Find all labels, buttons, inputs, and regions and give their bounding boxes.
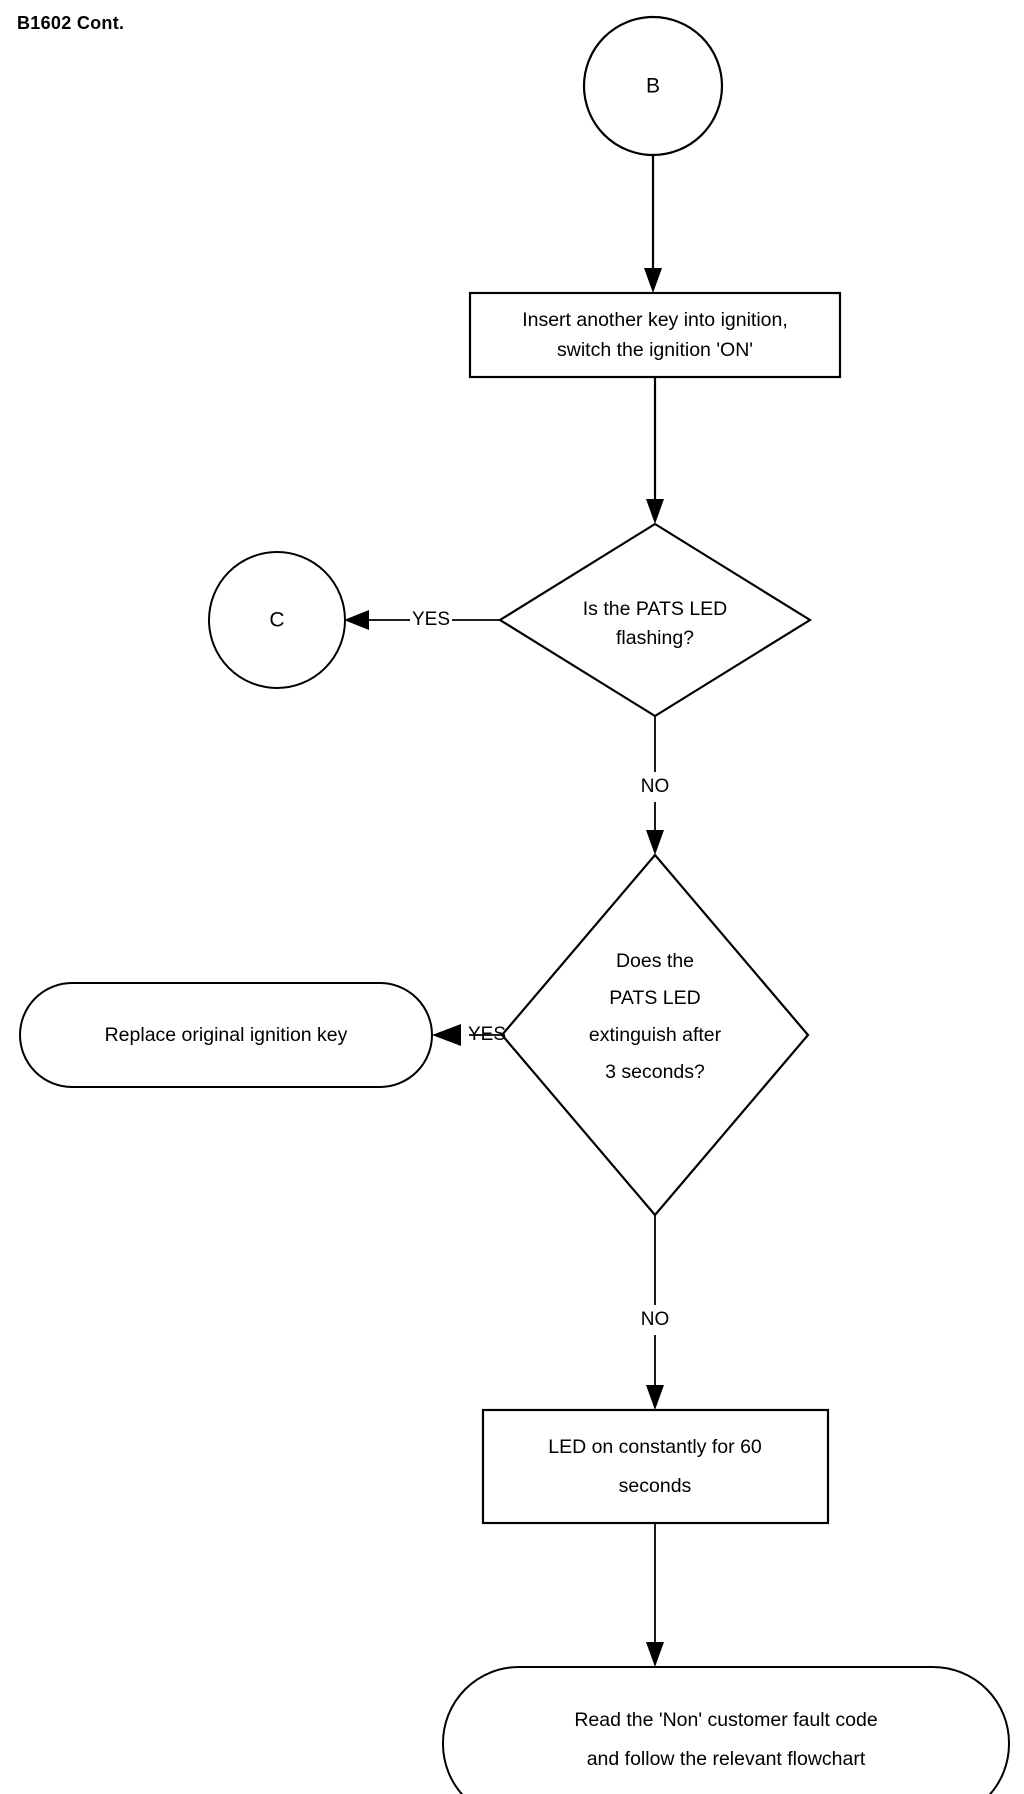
arrow-head-icon [644, 268, 662, 293]
node-process-led-constant[interactable]: LED on constantly for 60 seconds [481, 1408, 830, 1525]
insert-key-line-1: Insert another key into ignition, [522, 309, 788, 331]
edge-label-flashing-yes: YES [412, 609, 450, 630]
replace-key-rounded-box[interactable] [19, 982, 433, 1088]
edge-flashing-no-to-decision-extinguish: NO [641, 716, 670, 855]
edge-extinguish-no-to-led-constant: NO [641, 1215, 670, 1410]
decision-flashing-line-1: Is the PATS LED [583, 598, 728, 620]
edge-label-extinguish-no: NO [641, 1309, 670, 1330]
node-process-insert-key[interactable]: Insert another key into ignition, switch… [468, 291, 842, 379]
read-fault-code-line-1: Read the 'Non' customer fault code [574, 1709, 877, 1731]
led-constant-line-1: LED on constantly for 60 [548, 1436, 762, 1458]
replace-key-label: Replace original ignition key [105, 1024, 348, 1046]
arrow-head-icon [646, 499, 664, 524]
decision-flashing-line-2: flashing? [616, 627, 694, 649]
node-terminator-read-fault-code[interactable]: Read the 'Non' customer fault code and f… [442, 1666, 1010, 1794]
insert-key-line-2: switch the ignition 'ON' [557, 339, 753, 361]
arrow-head-icon [646, 830, 664, 855]
edge-b-to-insert-key [644, 155, 662, 293]
edge-label-flashing-no: NO [641, 776, 670, 797]
led-constant-line-2: seconds [619, 1475, 692, 1497]
decision-extinguish-line-2: PATS LED [609, 987, 700, 1009]
page-title: B1602 Cont. [17, 13, 125, 33]
edge-extinguish-yes-to-replace-key: YES [432, 1024, 506, 1046]
decision-extinguish-line-4: 3 seconds? [605, 1061, 705, 1083]
edge-flashing-yes-to-connector-c: YES [344, 609, 500, 630]
arrow-head-icon [344, 610, 369, 630]
connector-c-circle[interactable] [208, 551, 346, 689]
read-fault-code-rounded-box[interactable] [442, 1666, 1010, 1794]
node-decision-led-flashing[interactable]: Is the PATS LED flashing? [497, 522, 813, 718]
read-fault-code-line-2: and follow the relevant flowchart [587, 1748, 866, 1770]
connector-c-label: C [269, 609, 284, 632]
decision-extinguish-line-3: extinguish after [589, 1024, 722, 1046]
insert-key-box[interactable] [468, 291, 842, 379]
node-connector-c[interactable]: C [208, 551, 346, 689]
arrow-head-icon [432, 1024, 461, 1046]
node-terminator-replace-key[interactable]: Replace original ignition key [19, 982, 433, 1088]
node-connector-b[interactable]: B [582, 15, 724, 157]
arrow-head-icon [646, 1642, 664, 1667]
connector-b-label: B [646, 75, 660, 98]
edge-led-constant-to-read-fault-code [646, 1523, 664, 1667]
node-decision-led-extinguish[interactable]: Does the PATS LED extinguish after 3 sec… [500, 853, 810, 1217]
led-constant-box[interactable] [481, 1408, 830, 1525]
decision-extinguish-line-1: Does the [616, 950, 694, 972]
edge-insert-key-to-decision-flashing [646, 377, 664, 524]
arrow-head-icon [646, 1385, 664, 1410]
edge-label-extinguish-yes: YES [468, 1024, 506, 1045]
